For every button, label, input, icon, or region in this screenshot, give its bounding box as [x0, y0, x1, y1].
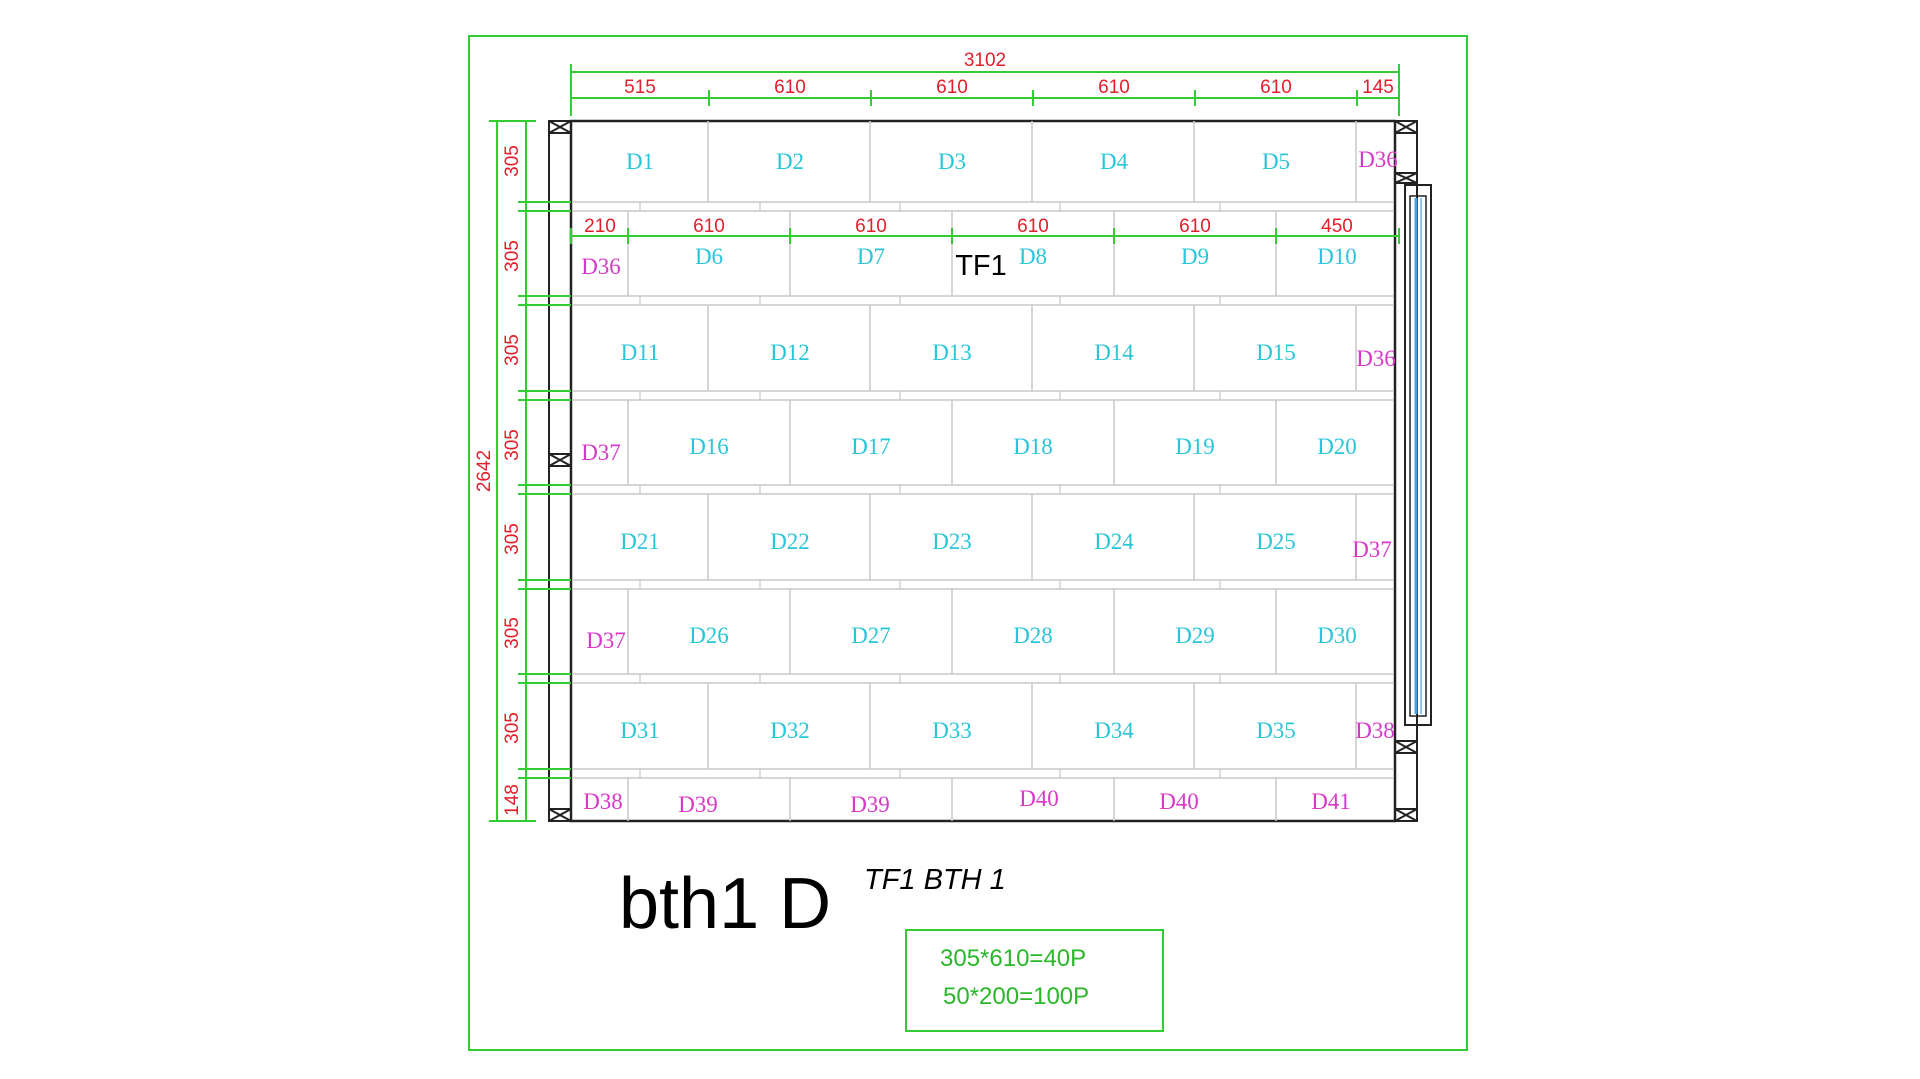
drawing-subtitle: TF1 BTH 1: [864, 864, 1006, 896]
tile-label: D33: [932, 718, 972, 743]
tile-label: D10: [1317, 244, 1357, 269]
tile-label: D37: [581, 440, 621, 465]
top-dim-2: 610: [774, 77, 806, 98]
tile-label: D17: [851, 434, 891, 459]
tile-label: D2: [776, 149, 804, 174]
tile-label: D37: [1352, 537, 1392, 562]
row2-dim-3: 610: [855, 216, 887, 237]
top-dim-3: 610: [936, 77, 968, 98]
tile-label: D20: [1317, 434, 1357, 459]
tile-label: D26: [689, 623, 729, 648]
left-dim-4: 305: [502, 429, 523, 461]
tile-label: D36: [1356, 346, 1396, 371]
overall-height-label: 2642: [474, 450, 495, 492]
tile-label: D38: [1355, 718, 1395, 743]
tile-label: D40: [1159, 789, 1199, 814]
tile-label: D19: [1175, 434, 1215, 459]
left-dim-1: 305: [502, 145, 523, 177]
row2-dim-2: 610: [693, 216, 725, 237]
tile-label: D39: [678, 792, 718, 817]
left-dim-3: 305: [502, 334, 523, 366]
left-dim-7: 305: [502, 712, 523, 744]
quantity-legend: 305*610=40P 50*200=100P: [905, 929, 1164, 1032]
top-dim-6: 145: [1362, 77, 1394, 98]
overall-width-label: 3102: [964, 50, 1006, 71]
row2-dimensions: [570, 228, 1400, 244]
tile-label: D24: [1094, 529, 1134, 554]
left-dim-5: 305: [502, 523, 523, 555]
row2-dim-6: 450: [1321, 216, 1353, 237]
left-dimensions: [489, 120, 571, 822]
tile-label: D4: [1100, 149, 1129, 174]
row2-dim-1: 210: [584, 216, 616, 237]
tile-label: D18: [1013, 434, 1053, 459]
tile-label: D37: [586, 628, 626, 653]
legend-line-2: 50*200=100P: [943, 983, 1089, 1010]
tile-label: D36: [581, 254, 621, 279]
tile-label: D39: [850, 792, 890, 817]
tile-label: D34: [1094, 718, 1134, 743]
tile-label: D25: [1256, 529, 1296, 554]
tile-label: D16: [689, 434, 729, 459]
drawing-title: bth1 D: [619, 864, 831, 944]
left-post: [548, 120, 572, 822]
tile-label: D41: [1311, 789, 1351, 814]
left-dim-6: 305: [502, 617, 523, 649]
tile-label: D8: [1019, 244, 1047, 269]
tile-label: D15: [1256, 340, 1296, 365]
legend-line-1: 305*610=40P: [940, 945, 1086, 972]
tile-label: D22: [770, 529, 810, 554]
tile-label: D32: [770, 718, 810, 743]
tile-label: D7: [857, 244, 885, 269]
wall-area: [569, 119, 1397, 823]
drawing-frame: [468, 35, 1468, 1051]
tile-label: D14: [1094, 340, 1134, 365]
tile-label: D38: [583, 789, 623, 814]
tile-label: D36: [1358, 147, 1398, 172]
row2-dim-4: 610: [1017, 216, 1049, 237]
tile-label: D31: [620, 718, 660, 743]
tf1-marker-label: TF1: [955, 250, 1007, 282]
tile-label: D12: [770, 340, 810, 365]
tile-label: D6: [695, 244, 723, 269]
tile-label: D21: [620, 529, 660, 554]
grout-lines: [571, 201, 1395, 779]
tile-label: D11: [621, 340, 660, 365]
left-dim-8: 148: [502, 784, 523, 816]
top-dim-5: 610: [1260, 77, 1292, 98]
top-dim-1: 515: [624, 77, 656, 98]
tile-label: D27: [851, 623, 891, 648]
tile-label: D13: [932, 340, 972, 365]
left-dim-2: 305: [502, 240, 523, 272]
top-dimensions: [570, 64, 1400, 116]
tile-label: D1: [626, 149, 654, 174]
tile-label: D28: [1013, 623, 1053, 648]
tile-label: D23: [932, 529, 972, 554]
tile-label: D35: [1256, 718, 1296, 743]
row2-dim-5: 610: [1179, 216, 1211, 237]
tile-label: D30: [1317, 623, 1357, 648]
tile-label: D40: [1019, 786, 1059, 811]
tile-label: D5: [1262, 149, 1290, 174]
tile-label: D29: [1175, 623, 1215, 648]
tile-label: D9: [1181, 244, 1209, 269]
top-dim-4: 610: [1098, 77, 1130, 98]
tile-label: D3: [938, 149, 966, 174]
window-frame: [1404, 184, 1432, 726]
